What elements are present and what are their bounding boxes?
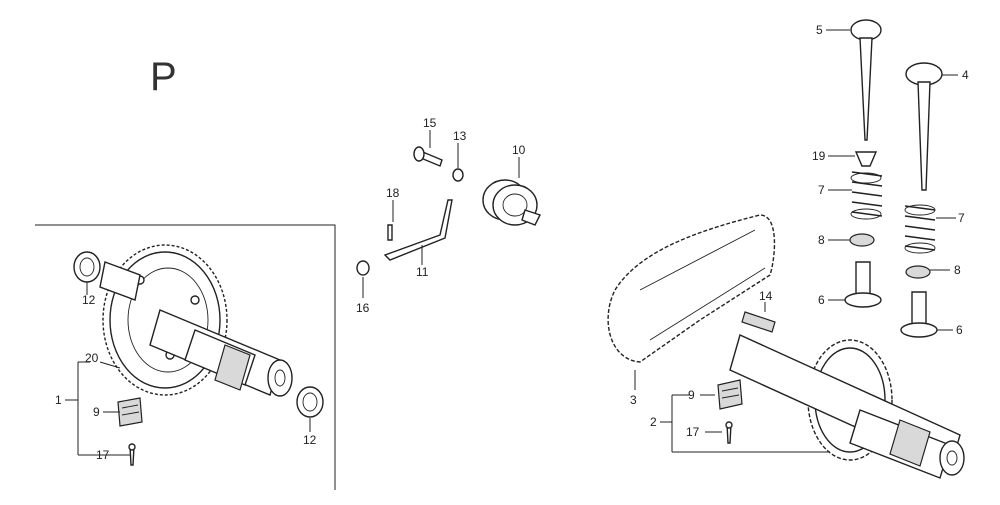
label-9-left: 9 (93, 405, 100, 419)
label-12-bottom: 12 (303, 433, 317, 447)
label-3: 3 (630, 393, 637, 407)
label-6-right: 6 (956, 323, 963, 337)
camshaft-gear-assembly (99, 244, 293, 397)
section-letter: P (150, 55, 177, 99)
label-19: 19 (812, 149, 826, 163)
label-2: 2 (650, 415, 657, 429)
retainer-8-left (849, 233, 875, 247)
exhaust-valve-5 (850, 19, 882, 141)
label-12-top: 12 (82, 293, 96, 307)
label-5: 5 (816, 23, 823, 37)
label-8-right: 8 (954, 263, 961, 277)
label-17-right: 17 (686, 425, 700, 439)
spring-7-right (904, 204, 936, 254)
intake-valve-4 (905, 62, 943, 191)
label-14: 14 (759, 289, 773, 303)
label-17-left: 17 (96, 448, 110, 462)
washer-left-top (73, 251, 101, 283)
timing-chain-3 (607, 214, 776, 363)
weight-left (117, 397, 143, 427)
label-7-right: 7 (958, 211, 965, 225)
tappet-6-left (844, 261, 882, 308)
pin-left (128, 443, 136, 466)
governor-arm-11 (383, 199, 453, 261)
assembly-frame (35, 224, 336, 490)
retainer-19 (854, 151, 878, 167)
washer-16 (356, 260, 370, 276)
tappet-6-right (900, 291, 938, 338)
key-14 (741, 311, 776, 333)
clip-18 (387, 224, 393, 241)
label-10: 10 (512, 143, 526, 157)
label-7-left: 7 (818, 183, 825, 197)
label-8-left: 8 (818, 233, 825, 247)
washer-left-bottom (296, 386, 324, 418)
pin-right (725, 421, 733, 444)
label-6-left: 6 (818, 293, 825, 307)
camshaft-sprocket-assembly (729, 334, 965, 479)
washer-13 (452, 168, 464, 182)
spring-7-left (850, 171, 883, 220)
retainer-8-right (905, 265, 931, 279)
collar-10 (482, 179, 541, 226)
weight-right (717, 379, 743, 410)
label-4: 4 (962, 68, 969, 82)
label-11: 11 (416, 265, 429, 279)
label-15: 15 (423, 116, 437, 130)
label-13: 13 (453, 129, 467, 143)
label-1: 1 (55, 393, 62, 407)
label-16: 16 (356, 301, 370, 315)
bolt-15 (413, 146, 443, 167)
label-20: 20 (85, 351, 99, 365)
label-9-right: 9 (688, 388, 695, 402)
label-18: 18 (386, 186, 400, 200)
